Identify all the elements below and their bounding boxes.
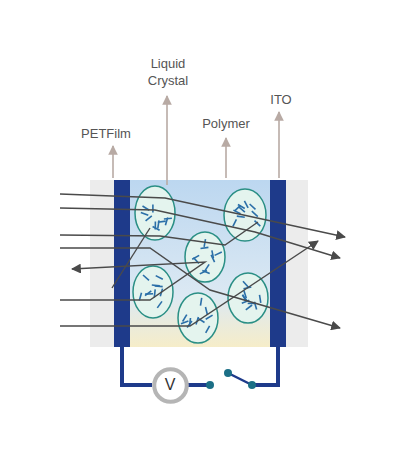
lc-molecule [181, 321, 188, 324]
part-label: Liquid Crystal [137, 55, 199, 89]
lc-molecule [158, 220, 159, 228]
part-label: Polymer [202, 115, 250, 132]
lc-molecule [143, 275, 149, 280]
part-label: PETFilm [81, 125, 131, 142]
lc-molecule [200, 271, 207, 274]
lc-molecule [145, 291, 151, 296]
lc-molecule [243, 281, 248, 287]
lc-molecule [152, 205, 154, 213]
lc-molecule [192, 255, 199, 259]
lc-molecule [239, 207, 245, 212]
lc-molecule [164, 218, 172, 220]
light-rays [60, 194, 345, 328]
lc-molecule [244, 201, 248, 208]
lc-droplet [185, 232, 225, 282]
lc-molecule [204, 239, 205, 247]
lc-molecule [206, 326, 210, 333]
lc-molecule [250, 204, 256, 209]
lc-droplet [178, 293, 218, 343]
switch-symbol [206, 369, 256, 389]
lc-molecule [215, 252, 222, 255]
lc-molecule [141, 212, 149, 215]
lc-molecule [206, 307, 208, 315]
part-label: ITO [270, 91, 291, 108]
lc-molecule [211, 255, 215, 262]
lc-droplet [228, 273, 268, 323]
lc-molecule [252, 211, 258, 216]
lc-droplet [133, 266, 173, 318]
lc-molecule [156, 276, 163, 280]
lc-molecule [244, 291, 246, 299]
lc-molecule [260, 295, 261, 303]
lc-molecule [146, 216, 152, 221]
lc-molecule [246, 305, 252, 310]
leader-lines [113, 96, 279, 185]
voltmeter-symbol: V [152, 367, 189, 404]
lc-molecule [201, 247, 209, 248]
circuit-wire [122, 347, 278, 385]
lc-molecule [237, 216, 245, 217]
lc-molecule [152, 284, 160, 286]
lc-molecule [201, 298, 202, 306]
lc-molecule [205, 264, 209, 271]
lc-molecule [233, 219, 237, 226]
lc-molecule [157, 301, 162, 308]
lc-molecule [183, 315, 187, 322]
meter-letter: V [165, 376, 176, 394]
